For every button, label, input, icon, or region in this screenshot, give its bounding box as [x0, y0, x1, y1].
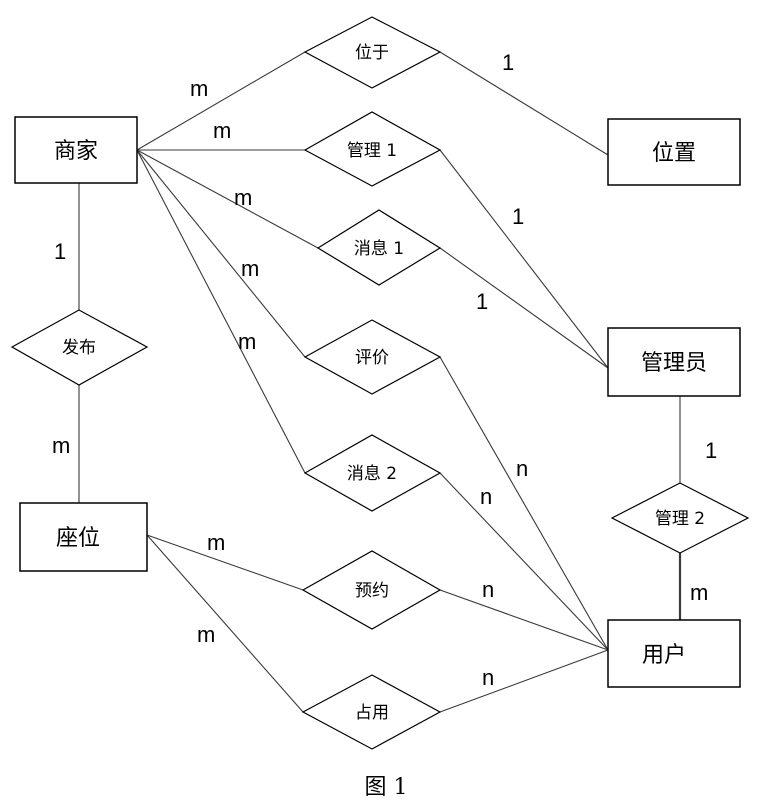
edge-located-at-location: [439, 51, 609, 156]
edge-occupy-user: [439, 649, 609, 713]
card-occupy-user: n: [482, 665, 494, 690]
card-message2-user: n: [480, 484, 492, 509]
card-merchant-message1: m: [234, 185, 252, 210]
edge-seat-reserve: [146, 534, 304, 591]
rel-message2: 消息 2: [303, 434, 442, 512]
cardinality-labels: m 1 m 1 m 1 m m 1 m n n 1 m m n m n: [52, 50, 717, 690]
card-manage2-user: m: [690, 580, 708, 605]
card-merchant-publish: 1: [54, 239, 66, 264]
card-manage1-admin: 1: [512, 204, 524, 229]
entity-location-label: 位置: [652, 141, 696, 166]
rel-manage2-label: 管理 2: [655, 509, 705, 529]
card-seat-reserve: m: [207, 530, 225, 555]
card-located-at-location: 1: [502, 50, 514, 75]
edges: [78, 51, 682, 713]
entity-merchant: 商家: [14, 116, 138, 184]
entity-user: 用户: [607, 619, 741, 688]
card-reserve-user: n: [482, 577, 494, 602]
rel-reserve-label: 预约: [355, 581, 389, 601]
edge-seat-occupy: [146, 534, 304, 713]
card-merchant-manage1: m: [213, 118, 231, 143]
edge-merchant-review: [136, 149, 306, 358]
rel-manage1-label: 管理 1: [347, 141, 397, 161]
card-message1-admin: 1: [476, 289, 488, 314]
entity-merchant-label: 商家: [54, 139, 98, 164]
rel-manage2: 管理 2: [610, 482, 750, 554]
rel-message1-label: 消息 1: [354, 239, 404, 259]
rel-occupy: 占用: [301, 674, 442, 750]
rel-review-label: 评价: [355, 348, 389, 368]
entity-location: 位置: [607, 118, 741, 186]
card-publish-seat: m: [52, 433, 70, 458]
edge-merchant-located-at: [136, 51, 306, 151]
entity-seat-label: 座位: [56, 526, 100, 551]
edge-message1-admin: [439, 247, 609, 369]
rel-publish-label: 发布: [62, 338, 96, 358]
rel-reserve: 预约: [301, 550, 442, 630]
edge-manage1-admin: [439, 149, 609, 369]
rel-located-at-label: 位于: [355, 43, 389, 63]
card-merchant-located-at: m: [190, 76, 208, 101]
entity-user-label: 用户: [642, 643, 686, 668]
entity-admin: 管理员: [607, 327, 741, 397]
figure-caption: 图 1: [365, 775, 408, 800]
rel-message2-label: 消息 2: [347, 464, 397, 484]
rel-located-at: 位于: [303, 16, 442, 89]
card-review-user: n: [516, 456, 528, 481]
edge-message2-user: [439, 472, 609, 651]
entity-seat: 座位: [19, 502, 148, 572]
entity-admin-label: 管理员: [641, 351, 707, 376]
card-admin-manage2: 1: [705, 438, 717, 463]
rel-review: 评价: [303, 319, 442, 395]
rel-publish: 发布: [10, 309, 149, 386]
rel-manage1: 管理 1: [303, 111, 442, 187]
edge-reserve-user: [439, 589, 609, 651]
edge-review-user: [439, 356, 609, 651]
edge-merchant-message1: [136, 149, 319, 249]
edge-merchant-message2: [136, 149, 306, 474]
card-seat-occupy: m: [197, 622, 215, 647]
rel-occupy-label: 占用: [355, 703, 389, 723]
rel-message1: 消息 1: [316, 209, 442, 286]
card-merchant-message2: m: [238, 329, 256, 354]
card-merchant-review: m: [241, 256, 259, 281]
